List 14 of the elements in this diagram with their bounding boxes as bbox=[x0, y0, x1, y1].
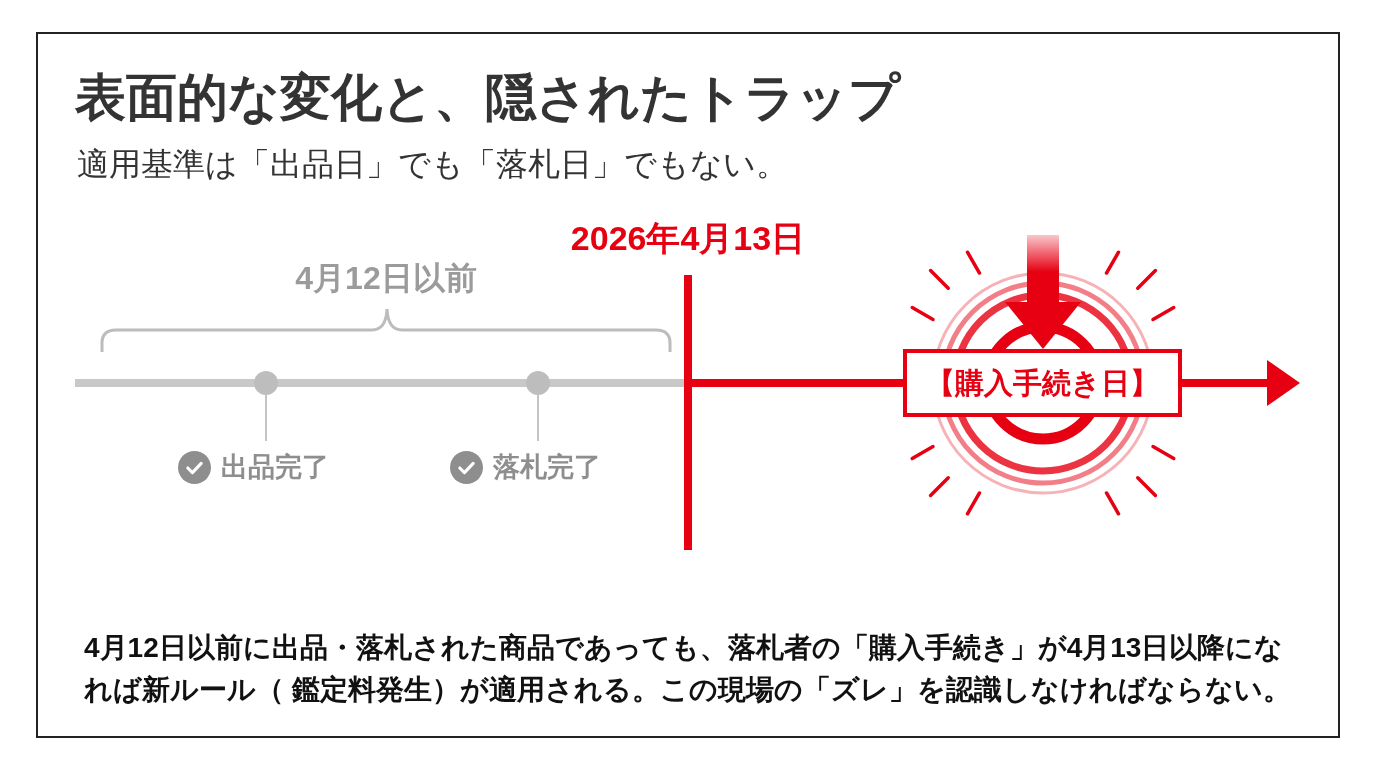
milestone-label: 出品完了 bbox=[221, 451, 329, 484]
milestone-label: 落札完了 bbox=[493, 451, 601, 484]
highlight-frame bbox=[903, 349, 1182, 417]
arrow bbox=[1182, 360, 1300, 406]
summary-text: 4月12日以前に出品・落札された商品であっても、落札者の「購入手続き」が4月13日以降になれば新ルール（ 鑑定料発生）が適用される。この現場の「ズレ」を認識しなければならない。 bbox=[84, 631, 1292, 707]
leader-line bbox=[537, 394, 539, 442]
highlight-label: 【購入手続き日】 bbox=[926, 366, 1159, 401]
date-label: 2026年4月13日 bbox=[570, 218, 806, 259]
slide-title: 表面的な変化と、隠されたトラップ bbox=[75, 68, 900, 128]
summary-panel bbox=[36, 606, 1340, 738]
arrow bbox=[1005, 235, 1081, 349]
leader-line bbox=[265, 394, 267, 442]
period-label: 4月12日以前 bbox=[295, 259, 477, 298]
subtitle: 適用基準は「出品日」でも「落札日」でもない。 bbox=[77, 145, 788, 184]
